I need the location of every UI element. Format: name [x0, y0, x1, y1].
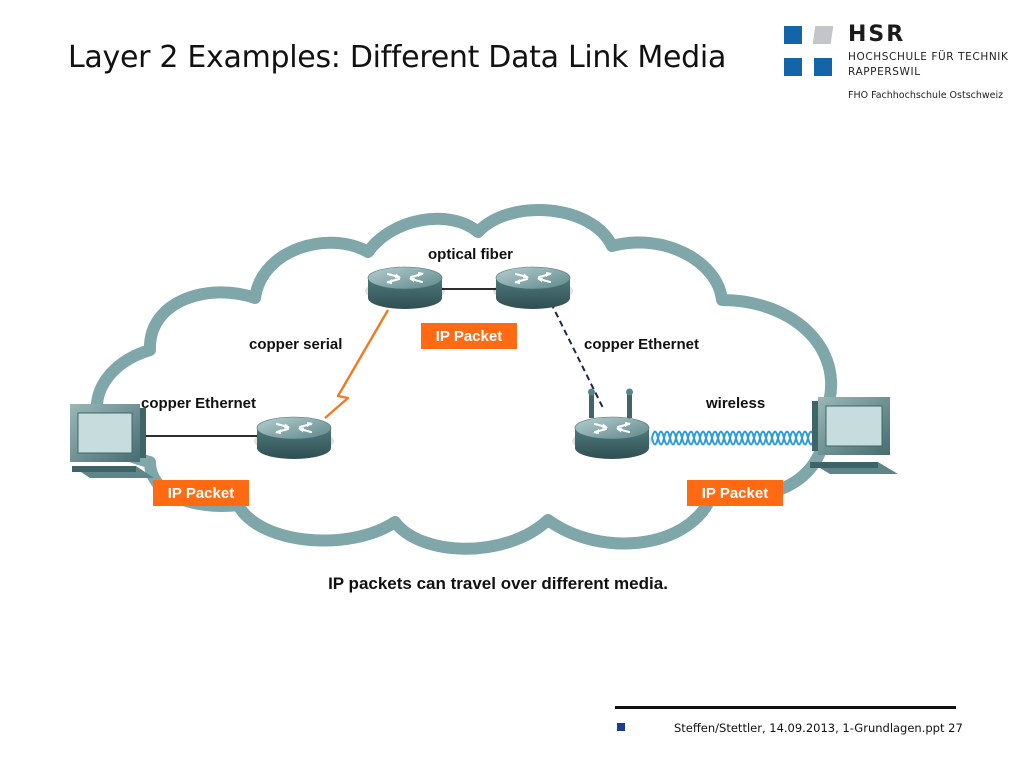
copper-serial-link	[324, 309, 390, 419]
logo-subtitle: FHO Fachhochschule Ostschweiz	[848, 90, 1004, 101]
ip-packet-box	[421, 323, 517, 349]
footer-bullet-icon	[617, 723, 625, 731]
wireless-link	[651, 430, 821, 446]
router-icon	[252, 415, 336, 461]
label-copper-ethernet-right: copper Ethernet	[584, 336, 699, 353]
label-optical-fiber: optical fiber	[428, 246, 513, 263]
logo-square-icon	[784, 58, 802, 76]
logo-square-icon	[784, 26, 802, 44]
label-copper-serial: copper serial	[249, 336, 342, 353]
ip-packet-label: IP Packet	[702, 485, 768, 502]
router-icon	[491, 265, 575, 311]
footer-text: Steffen/Stettler, 14.09.2013, 1-Grundlag…	[674, 721, 963, 735]
logo-square-icon	[814, 58, 832, 76]
label-wireless: wireless	[705, 395, 765, 412]
router-icon	[363, 265, 447, 311]
ip-packet-label: IP Packet	[168, 485, 234, 502]
footer-divider	[615, 706, 956, 709]
ip-packet-label: IP Packet	[436, 328, 502, 345]
slide-title: Layer 2 Examples: Different Data Link Me…	[68, 40, 727, 75]
logo-name: HSR	[848, 22, 906, 47]
label-copper-ethernet-left: copper Ethernet	[141, 395, 256, 412]
diagram-caption: IP packets can travel over different med…	[328, 574, 668, 593]
ip-packet-box	[687, 480, 783, 506]
network-cloud	[90, 204, 837, 555]
computer-icon	[810, 397, 898, 474]
wireless-router-icon	[570, 388, 654, 461]
logo-line-1: HOCHSCHULE FÜR TECHNIK	[848, 51, 1009, 63]
logo-line-2: RAPPERSWIL	[848, 66, 921, 78]
hsr-logo: HSR HOCHSCHULE FÜR TECHNIK RAPPERSWIL FH…	[784, 22, 1020, 104]
computer-icon	[70, 404, 154, 478]
ip-packet-box	[153, 480, 249, 506]
